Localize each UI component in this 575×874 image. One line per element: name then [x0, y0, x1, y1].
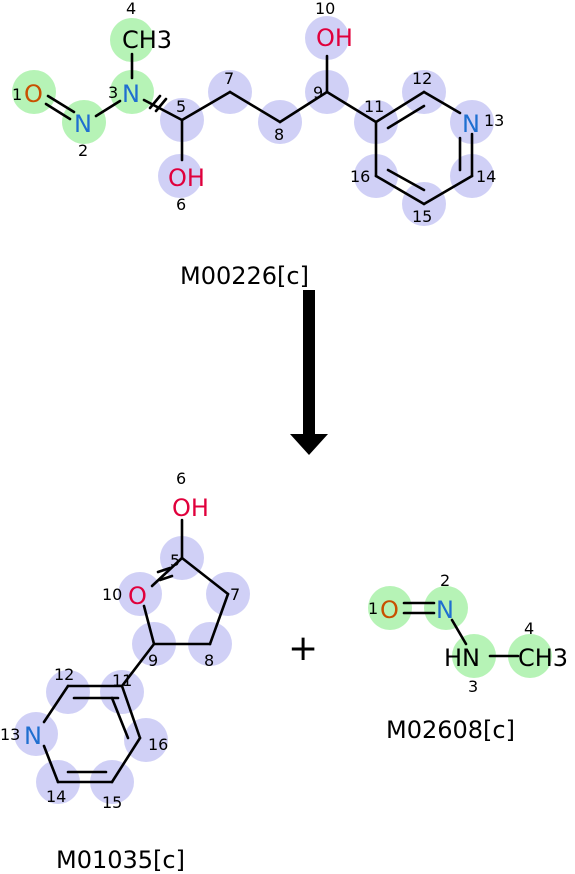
reactant-index-1: 1 [12, 85, 22, 104]
product-a-index-14: 14 [46, 787, 66, 806]
product-a-index-11: 11 [112, 671, 132, 690]
reactant-index-11: 11 [364, 97, 384, 116]
reactant-index-12: 12 [412, 69, 432, 88]
product-a-index-6: 6 [176, 469, 186, 488]
product-a-index-10: 10 [102, 585, 122, 604]
reactant-index-2: 2 [78, 141, 88, 160]
product-b-ch3-text: CH3 [518, 644, 568, 672]
product-a-label: M01035[c] [56, 846, 185, 874]
reactant-atom-oh10: OH [316, 24, 353, 52]
reactant-index-7: 7 [224, 69, 234, 88]
product-a-index-5: 5 [170, 551, 180, 570]
reactant-index-6: 6 [176, 195, 186, 214]
reactant-index-13: 13 [484, 111, 504, 130]
reactant-index-14: 14 [476, 167, 496, 186]
product-a-index-12: 12 [54, 665, 74, 684]
product-a-index-13: 13 [0, 725, 20, 744]
plus-sign: + [288, 628, 318, 669]
product-a-index-16: 16 [148, 735, 168, 754]
product-a-atom-oh6: OH [172, 494, 209, 522]
product-a-index-8: 8 [204, 651, 214, 670]
reactant-atom-oh6: OH [168, 164, 205, 192]
product-b-hn-text: HN [444, 644, 480, 672]
reactant-atom-n13: N [462, 110, 480, 138]
reactant-index-3: 3 [108, 83, 118, 102]
reactant-index-10: 10 [315, 0, 335, 18]
product-b-index-4: 4 [524, 619, 534, 638]
reactant-index-15: 15 [412, 207, 432, 226]
product-b-atom-hn3: HN [444, 644, 480, 672]
product-b-molecule: O N HN CH3 1 2 3 4 M02608[c] [368, 571, 568, 744]
reactant-atom-ch3: CH3 [122, 26, 172, 54]
reactant-ch3-text: CH3 [122, 26, 172, 54]
reactant-bonds [44, 52, 474, 206]
product-b-atom-n2: N [436, 596, 454, 624]
product-a-molecule: OH O N 5 6 7 8 9 10 11 12 13 14 15 16 M0… [0, 469, 250, 874]
reactant-index-8: 8 [274, 125, 284, 144]
reactant-atom-n3: N [122, 80, 140, 108]
reaction-arrow [290, 290, 328, 455]
product-a-atom-n13: N [24, 722, 42, 750]
product-b-index-1: 1 [368, 599, 378, 618]
product-a-index-15: 15 [102, 793, 122, 812]
reactant-index-9: 9 [313, 83, 323, 102]
reactant-index-4: 4 [126, 0, 136, 18]
reactant-molecule: O N N CH3 OH OH N 1 2 3 4 5 6 7 8 9 10 1… [12, 0, 504, 290]
product-b-atom-o1: O [380, 596, 399, 624]
product-a-index-9: 9 [148, 651, 158, 670]
reactant-atom-o1: O [24, 80, 43, 108]
product-b-index-2: 2 [440, 571, 450, 590]
product-a-atom-o10: O [128, 582, 147, 610]
product-a-bonds [42, 518, 230, 784]
product-b-index-3: 3 [468, 677, 478, 696]
reactant-index-16: 16 [350, 167, 370, 186]
product-b-highlights [368, 586, 552, 678]
product-a-index-7: 7 [230, 585, 240, 604]
reactant-index-5: 5 [176, 97, 186, 116]
reactant-label: M00226[c] [180, 262, 309, 290]
reactant-atom-n2: N [74, 110, 92, 138]
product-a-highlights [14, 536, 250, 804]
product-b-bonds [402, 601, 520, 658]
product-b-label: M02608[c] [386, 716, 515, 744]
product-b-atom-ch3: CH3 [518, 644, 568, 672]
